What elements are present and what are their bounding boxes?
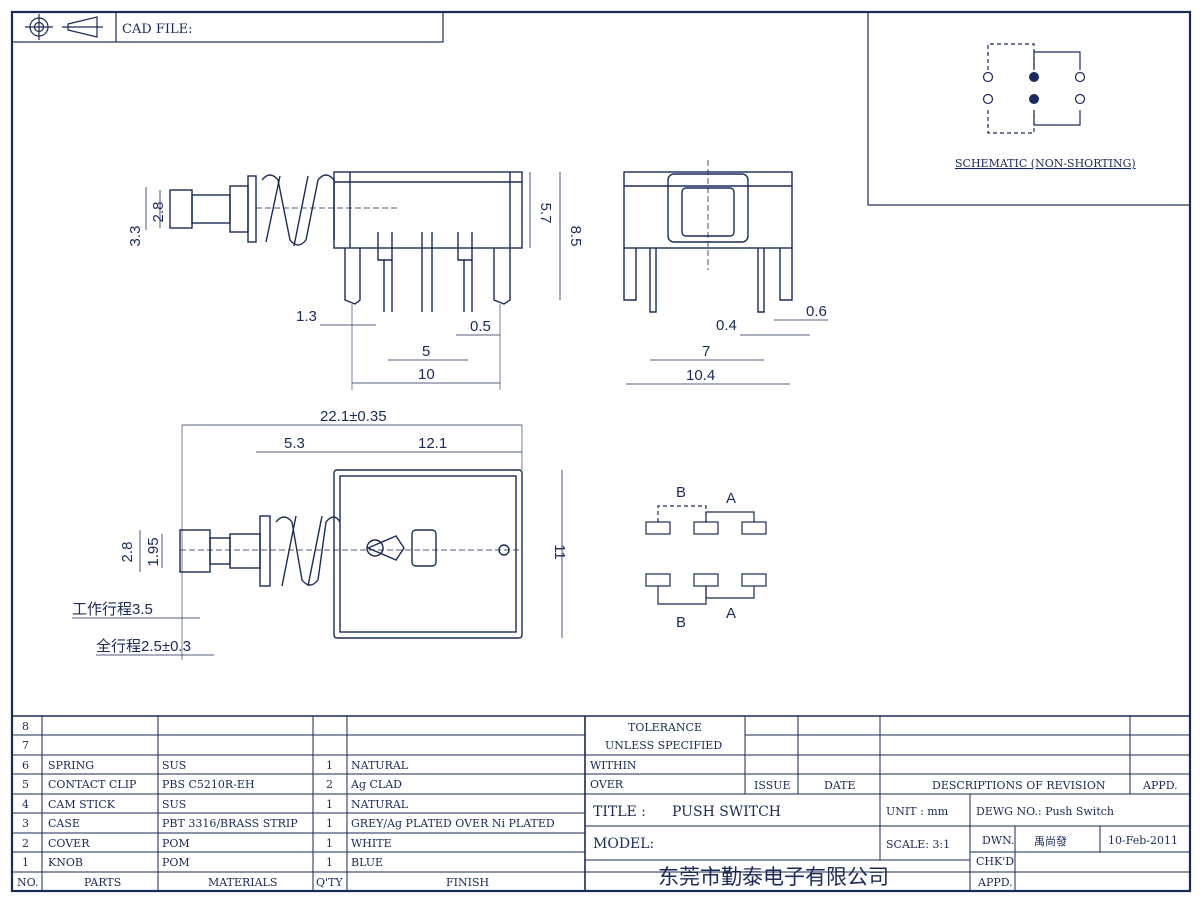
bom-finish: Ag CLAD bbox=[350, 778, 402, 791]
pad-label-a-top: A bbox=[726, 490, 736, 507]
bom-qty: 1 bbox=[326, 798, 333, 811]
title-value: PUSH SWITCH bbox=[672, 804, 781, 820]
drawn-date: 10-Feb-2011 bbox=[1108, 834, 1178, 847]
bom-part: CASE bbox=[48, 817, 80, 830]
dim-10-4: 10.4 bbox=[686, 367, 715, 384]
bom-material: PBT 3316/BRASS STRIP bbox=[162, 817, 298, 830]
company-name: 东莞市勤泰电子有限公司 bbox=[658, 866, 889, 889]
dim-2-8-side: 2.8 bbox=[150, 202, 167, 223]
working-travel-label: 工作行程3.5 bbox=[72, 601, 153, 618]
projection-symbol-icon bbox=[25, 14, 103, 40]
bom-no: 6 bbox=[22, 759, 29, 772]
scale-label: SCALE: 3:1 bbox=[886, 838, 950, 851]
full-travel-label: 全行程2.5±0.3 bbox=[96, 637, 191, 655]
title-block: TOLERANCE UNLESS SPECIFIED WITHIN OVER I… bbox=[590, 721, 1178, 889]
pad-label-b-top: B bbox=[676, 484, 686, 501]
schematic-box: SCHEMATIC (NON-SHORTING) bbox=[867, 11, 1191, 206]
title-block-grid bbox=[12, 715, 1190, 891]
bom-no: 1 bbox=[22, 856, 29, 869]
bom-header-qty: Q'TY bbox=[316, 876, 343, 889]
dim-0-6: 0.6 bbox=[806, 303, 827, 320]
bom-part: KNOB bbox=[48, 856, 83, 869]
model-label: MODEL: bbox=[593, 836, 654, 852]
bom-table: 8 7 6 SPRING SUS 1 NATURAL 5 CONTACT CLI… bbox=[17, 720, 555, 889]
bom-part: COVER bbox=[48, 837, 90, 850]
bom-finish: NATURAL bbox=[351, 798, 409, 811]
within-label: WITHIN bbox=[590, 759, 637, 772]
bom-finish: BLUE bbox=[351, 856, 383, 869]
approved-label: APPD. bbox=[977, 876, 1013, 889]
bom-material: SUS bbox=[162, 798, 186, 811]
bom-no: 4 bbox=[22, 798, 29, 811]
bom-row-number: 7 bbox=[22, 739, 29, 752]
dim-10: 10 bbox=[418, 366, 435, 383]
drawn-label: DWN. bbox=[982, 834, 1015, 847]
unit-label: UNIT : mm bbox=[886, 805, 949, 818]
bom-part: CAM STICK bbox=[48, 798, 116, 811]
bom-qty: 2 bbox=[326, 778, 333, 791]
dim-7: 7 bbox=[702, 343, 710, 360]
dim-0-4: 0.4 bbox=[716, 317, 737, 334]
bom-header-no: NO. bbox=[17, 876, 39, 889]
bom-finish: NATURAL bbox=[351, 759, 409, 772]
bom-no: 2 bbox=[22, 837, 29, 850]
dim-8-5: 8.5 bbox=[567, 226, 584, 247]
bom-material: SUS bbox=[162, 759, 186, 772]
descriptions-label: DESCRIPTIONS OF REVISION bbox=[932, 779, 1106, 792]
top-view bbox=[72, 424, 563, 660]
front-view bbox=[623, 160, 828, 385]
bom-qty: 1 bbox=[326, 759, 333, 772]
unless-specified-label: UNLESS SPECIFIED bbox=[605, 739, 722, 752]
bom-part: SPRING bbox=[48, 759, 94, 772]
dim-5-7: 5.7 bbox=[537, 203, 554, 224]
bom-no: 5 bbox=[22, 778, 29, 791]
date-label: DATE bbox=[824, 779, 856, 792]
dim-3-3: 3.3 bbox=[127, 226, 144, 247]
bom-header-parts: PARTS bbox=[84, 876, 121, 889]
bom-header-materials: MATERIALS bbox=[208, 876, 277, 889]
bom-qty: 1 bbox=[326, 856, 333, 869]
cad-file-label: CAD FILE: bbox=[122, 22, 193, 37]
bom-part: CONTACT CLIP bbox=[48, 778, 137, 791]
bom-material: PBS C5210R-EH bbox=[162, 778, 255, 791]
pad-label-b-bottom: B bbox=[676, 614, 686, 631]
dim-1-3: 1.3 bbox=[296, 308, 317, 325]
bom-row-number: 8 bbox=[22, 720, 29, 733]
issue-label: ISSUE bbox=[754, 779, 791, 792]
over-label: OVER bbox=[590, 778, 624, 791]
dim-0-5-side: 0.5 bbox=[470, 318, 491, 335]
bom-no: 3 bbox=[22, 817, 29, 830]
sheet-border bbox=[10, 10, 1192, 893]
dim-12-1: 12.1 bbox=[418, 435, 447, 452]
header-box: CAD FILE: bbox=[11, 11, 444, 43]
dim-2-8-top: 2.8 bbox=[119, 542, 136, 563]
dim-11: 11 bbox=[551, 544, 568, 560]
bom-qty: 1 bbox=[326, 837, 333, 850]
bom-header-finish: FINISH bbox=[446, 876, 489, 889]
title-label: TITLE : bbox=[593, 804, 646, 820]
dim-5-3: 5.3 bbox=[284, 435, 305, 452]
bom-finish: WHITE bbox=[351, 837, 392, 850]
drawn-by-name: 禹尚發 bbox=[1034, 834, 1067, 848]
drawing-number: DEWG NO.: Push Switch bbox=[976, 805, 1114, 818]
side-view bbox=[145, 171, 561, 390]
schematic-label: SCHEMATIC (NON-SHORTING) bbox=[955, 157, 1136, 170]
bom-material: POM bbox=[162, 837, 190, 850]
dim-5: 5 bbox=[422, 343, 430, 360]
bom-qty: 1 bbox=[326, 817, 333, 830]
appd-label: APPD. bbox=[1142, 779, 1178, 792]
dim-1-95: 1.95 bbox=[145, 537, 162, 566]
pad-label-a-bottom: A bbox=[726, 605, 736, 622]
bom-material: POM bbox=[162, 856, 190, 869]
pad-layout bbox=[645, 505, 767, 605]
dim-total-length: 22.1±0.35 bbox=[320, 408, 387, 425]
bom-finish: GREY/Ag PLATED OVER Ni PLATED bbox=[351, 817, 555, 830]
tolerance-label: TOLERANCE bbox=[628, 721, 702, 734]
checked-label: CHK'D bbox=[976, 855, 1014, 868]
